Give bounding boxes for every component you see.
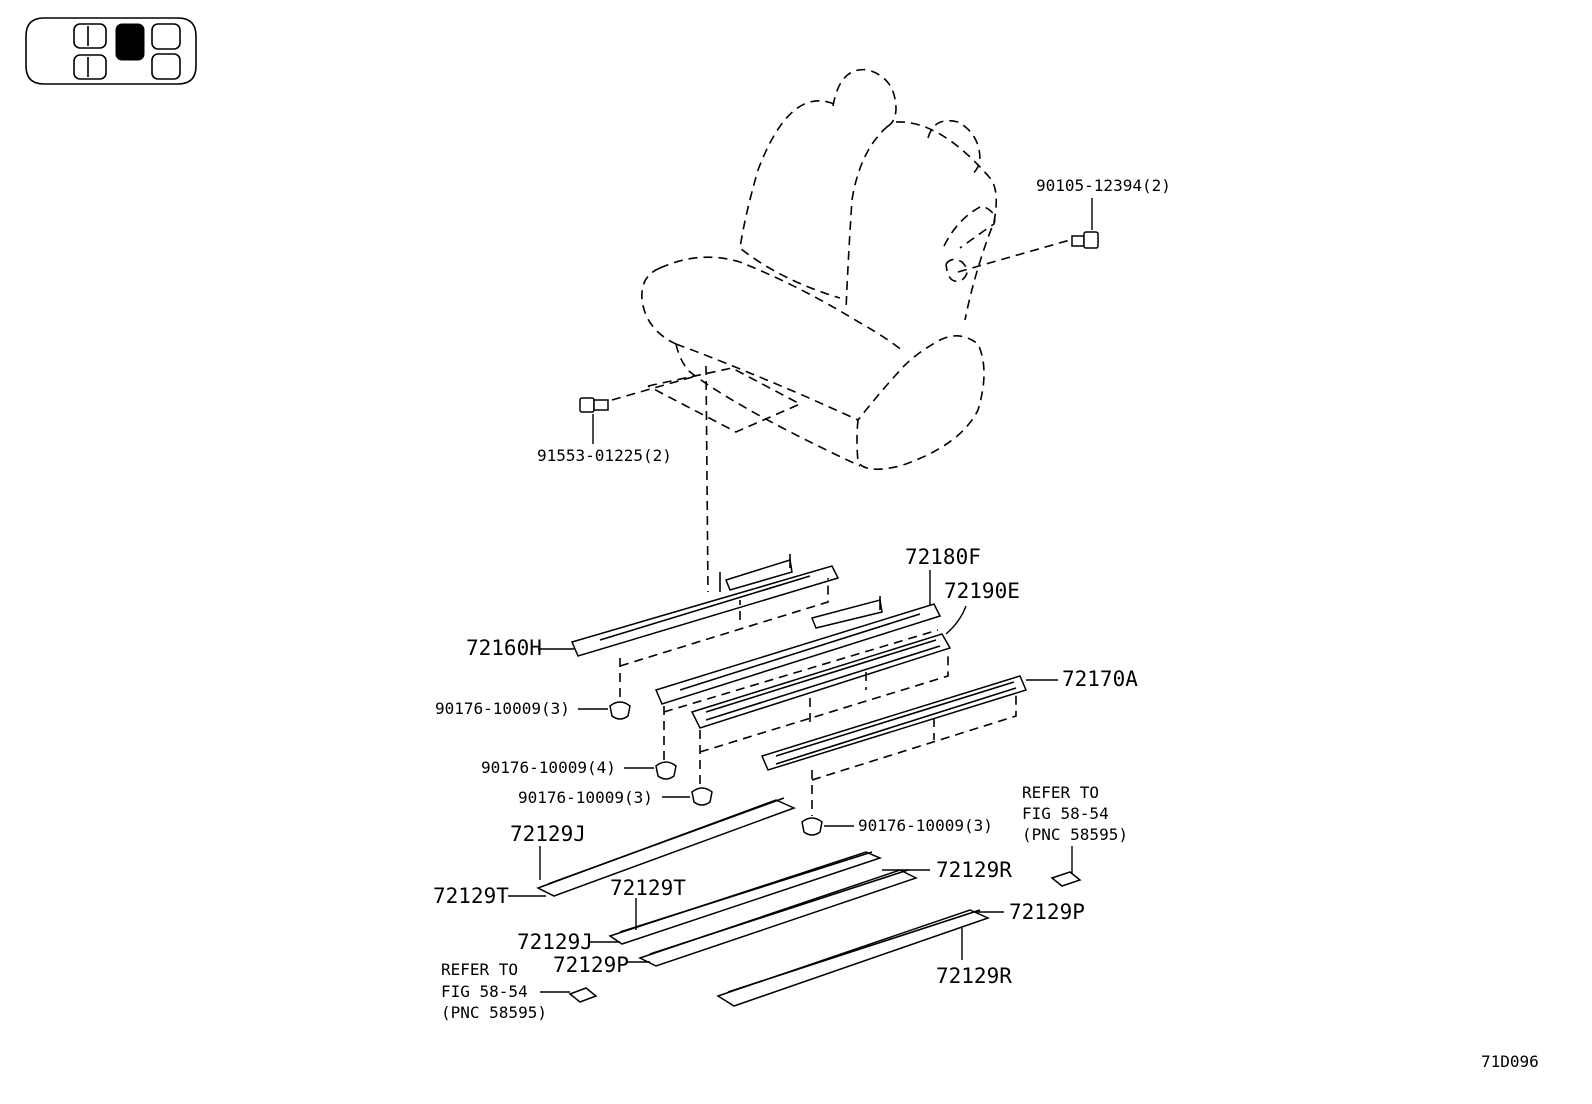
label-72129T-b: 72129T — [610, 876, 686, 900]
seat-rail-72170A — [760, 675, 1028, 771]
seat-outline — [611, 68, 1071, 593]
refer-left-line3: (PNC 58595) — [441, 1003, 547, 1022]
label-91553: 91553-01225(2) — [537, 446, 672, 465]
refer-right-line2: FIG 58-54 — [1022, 804, 1109, 823]
plug-left — [568, 987, 598, 1003]
refer-left-line1: REFER TO — [441, 960, 518, 979]
clip-a — [609, 701, 631, 720]
rail-cover-lower — [716, 909, 991, 1007]
label-72160H: 72160H — [466, 636, 542, 660]
rail-cover-upper — [536, 797, 796, 897]
label-72129R-a: 72129R — [936, 858, 1012, 882]
label-72129T-a: 72129T — [433, 884, 509, 908]
label-72129P-b: 72129P — [1009, 900, 1085, 924]
label-72129J-a: 72129J — [510, 822, 586, 846]
clip-d — [801, 817, 823, 836]
seat-track-72160H — [570, 554, 840, 657]
label-72129P-a: 72129P — [553, 953, 629, 977]
refer-right-line3: (PNC 58595) — [1022, 825, 1128, 844]
label-72129R-b: 72129R — [936, 964, 1012, 988]
label-72129J-b: 72129J — [517, 930, 593, 954]
label-72180F: 72180F — [905, 545, 981, 569]
label-90105: 90105-12394(2) — [1036, 176, 1171, 195]
clip-c — [691, 787, 713, 806]
label-72190E: 72190E — [944, 579, 1020, 603]
label-72170A: 72170A — [1062, 667, 1138, 691]
label-90176-a: 90176-10009(3) — [435, 699, 570, 718]
refer-right-line1: REFER TO — [1022, 783, 1099, 802]
label-90176-c: 90176-10009(3) — [518, 788, 653, 807]
figure-code: 71D096 — [1481, 1052, 1539, 1071]
plug-right — [1050, 871, 1082, 887]
refer-left-line2: FIG 58-54 — [441, 982, 528, 1001]
clip-b — [655, 761, 677, 780]
seat-track-72180F — [654, 596, 942, 705]
label-90176-b: 90176-10009(4) — [481, 758, 616, 777]
seat-locator-icon — [25, 17, 197, 85]
track-mount-lines — [619, 578, 1017, 816]
label-90176-d: 90176-10009(3) — [858, 816, 993, 835]
bolt-90105 — [1071, 231, 1099, 249]
rail-cover-middle-2 — [638, 869, 918, 967]
bolt-91553 — [579, 397, 609, 413]
seat-rail-72190E — [690, 633, 952, 729]
